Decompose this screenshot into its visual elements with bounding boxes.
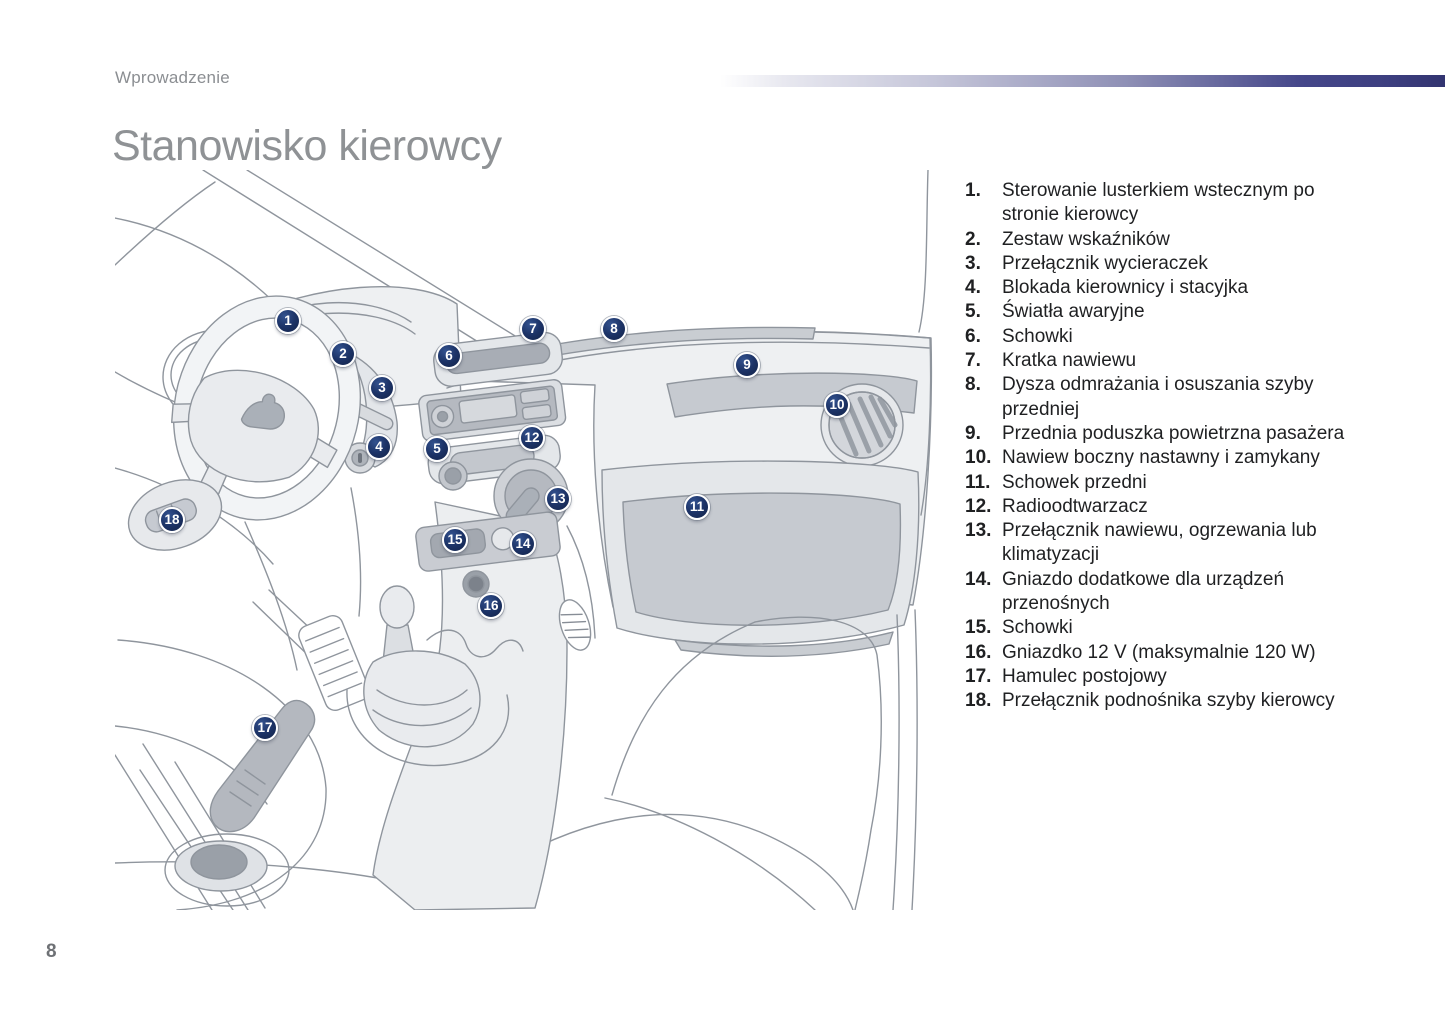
legend-item: 6. Schowki [965,325,1405,349]
legend-item-text: Schowek przedni [1002,471,1147,493]
legend-item-number: 15. [965,617,992,639]
legend-item-text: Blokada kierownicy i stacyjka [1002,277,1249,299]
page-number: 8 [46,941,57,962]
legend-item-number: 2. [965,228,981,250]
legend-item-number: 1. [965,180,981,201]
passenger-seat [115,609,918,910]
peugeot-lion-logo [240,393,285,430]
legend-item: 10. Nawiew boczny nastawny i zamykany [965,446,1405,470]
legend-item-text: Zestaw wskaźników [1002,228,1170,250]
legend-item-text: Schowki [1002,325,1073,347]
legend-item: 5. Światła awaryjne [965,300,1405,324]
legend-item: 2. Zestaw wskaźników [965,228,1405,252]
legend-item-number: 13. [965,520,992,542]
legend-item-text: Schowki [1002,617,1073,639]
glovebox [601,460,920,657]
legend-item-number: 10. [965,447,992,469]
legend-item-number: 18. [965,690,992,712]
legend-item-text: Światła awaryjne [1002,301,1145,323]
legend-item-text: Przednia poduszka powietrzna pasażera [1002,422,1345,444]
section-header: Wprowadzenie [115,68,230,87]
gear-lever [346,585,510,767]
defroster-vent [479,326,816,371]
legend-item: 3. Przełącznik wycieraczek [965,252,1405,276]
legend-item-number: 8. [965,374,981,396]
legend-item-text: Kratka nawiewu [1002,350,1137,372]
legend-item-number: 5. [965,301,981,323]
legend-item-text: Nawiew boczny nastawny i zamykany [1002,447,1320,469]
legend-item-number: 16. [965,641,992,663]
pedal [298,614,370,712]
legend-item-text: Przełącznik wycieraczek [1002,252,1208,274]
centre-stack [418,331,567,485]
legend-item-text: Radioodtwarzacz [1002,495,1148,517]
legend-item-text: Gniazdko 12 V (maksymalnie 120 W) [1002,641,1316,663]
legend-item-text: Hamulec postojowy [1002,665,1167,687]
legend-item-text: Przełącznik podnośnika szyby kierowcy [1002,690,1335,712]
hazard-button [438,461,468,491]
legend-item: 9. Przednia poduszka powietrzna pasażera [965,422,1405,446]
legend-item-number: 4. [965,277,981,299]
legend-item: 7. Kratka nawiewu [965,349,1405,373]
legend-item-number: 3. [965,252,981,274]
side-air-vent [820,383,904,467]
legend-item: 15. Schowki [965,616,1405,640]
page-title: Stanowisko kierowcy [112,122,502,170]
legend-item-number: 17. [965,665,992,687]
accent-gradient-bar [720,75,1445,87]
dashboard-line-art [115,170,933,910]
legend-item-number: 6. [965,325,981,347]
legend-item-number: 14. [965,568,992,590]
12v-socket [462,570,490,598]
legend-item: 12. Radioodtwarzacz [965,495,1405,519]
legend-item-number: 9. [965,422,981,444]
legend-item-number: 11. [965,471,991,493]
steering-wheel [170,295,362,521]
legend-item: 17. Hamulec postojowy [965,665,1405,689]
legend-item-number: 12. [965,495,992,517]
dashboard-illustration [115,170,945,910]
legend-item: 4. Blokada kierownicy i stacyjka [965,276,1405,300]
legend-item-number: 7. [965,350,981,372]
legend-item: 11. Schowek przedni [965,471,1405,495]
legend-item: 16. Gniazdko 12 V (maksymalnie 120 W) [965,641,1405,665]
legend-item: 18. Przełącznik podnośnika szyby kierowcy [965,689,1405,713]
handbrake [164,699,316,907]
